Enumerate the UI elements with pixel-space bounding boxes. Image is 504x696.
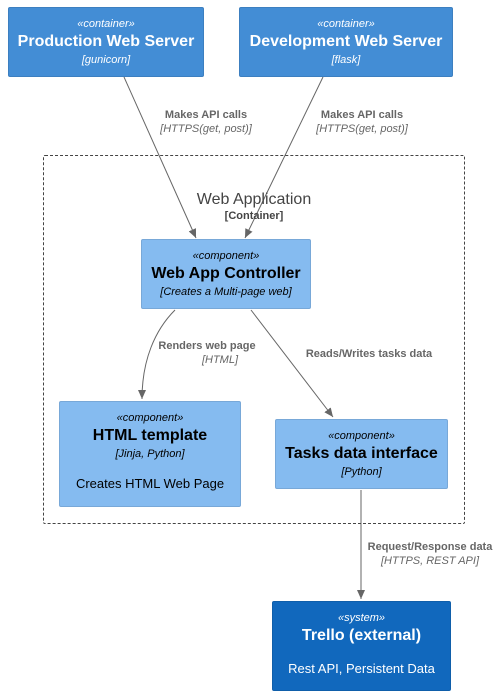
- relation-dev-to-controller: Makes API calls [HTTPS(get, post)]: [306, 109, 418, 135]
- boundary-tech: [Container]: [224, 210, 284, 222]
- node-title: Tasks data interface: [285, 445, 438, 462]
- node-tasks-data-interface[interactable]: «component» Tasks data interface [Python…: [275, 419, 448, 489]
- relation-tech: [HTTPS, REST API]: [381, 555, 479, 567]
- node-title: Production Web Server: [17, 33, 195, 50]
- node-html-template[interactable]: «component» HTML template [Jinja, Python…: [59, 401, 241, 507]
- relation-tech: [HTTPS(get, post)]: [316, 123, 408, 135]
- stereotype-label: «component»: [116, 412, 184, 424]
- relation-tech: [HTML]: [201, 354, 238, 366]
- node-tech: [gunicorn]: [81, 54, 131, 66]
- node-tech: [Jinja, Python]: [115, 448, 185, 460]
- relation-label: Makes API calls: [320, 109, 404, 121]
- arrow-controller-to-tasks: [250, 309, 334, 418]
- node-trello-external[interactable]: «system» Trello (external) Rest API, Per…: [272, 601, 451, 691]
- relation-label: Makes API calls: [164, 109, 248, 121]
- relation-label: Request/Response data: [367, 541, 493, 553]
- node-web-app-controller[interactable]: «component» Web App Controller [Creates …: [141, 239, 311, 309]
- stereotype-label: «container»: [77, 18, 135, 30]
- stereotype-label: «system»: [337, 612, 386, 624]
- node-development-web-server[interactable]: «container» Development Web Server [flas…: [239, 7, 453, 77]
- node-description: Creates HTML Web Page: [75, 476, 225, 491]
- relation-label: Renders web page: [158, 340, 256, 352]
- web-application-boundary: Web Application [Container]: [43, 155, 465, 524]
- stereotype-label: «component»: [192, 250, 260, 262]
- node-title: Web App Controller: [151, 265, 301, 282]
- relation-tech: [HTTPS(get, post)]: [160, 123, 252, 135]
- relation-controller-to-template: Renders web page [HTML]: [150, 340, 264, 366]
- node-production-web-server[interactable]: «container» Production Web Server [gunic…: [8, 7, 204, 77]
- arrow-prod-to-controller: [123, 76, 197, 239]
- arrow-dev-to-controller: [244, 76, 324, 239]
- relation-prod-to-controller: Makes API calls [HTTPS(get, post)]: [150, 109, 262, 135]
- relation-controller-to-tasks: Reads/Writes tasks data: [294, 348, 444, 360]
- node-tech: [Python]: [341, 466, 382, 478]
- stereotype-label: «component»: [328, 430, 395, 442]
- node-title: Trello (external): [301, 627, 422, 644]
- stereotype-label: «container»: [317, 18, 375, 30]
- boundary-title: Web Application: [196, 191, 312, 208]
- relation-label: Reads/Writes tasks data: [305, 348, 433, 360]
- node-title: HTML template: [92, 427, 208, 444]
- node-description: Rest API, Persistent Data: [288, 661, 435, 676]
- relation-tasks-to-trello: Request/Response data [HTTPS, REST API]: [360, 541, 500, 567]
- node-tech: [Creates a Multi-page web]: [160, 286, 292, 298]
- node-tech: [flask]: [331, 54, 361, 66]
- arrow-controller-to-template: [138, 309, 176, 400]
- node-title: Development Web Server: [249, 33, 443, 50]
